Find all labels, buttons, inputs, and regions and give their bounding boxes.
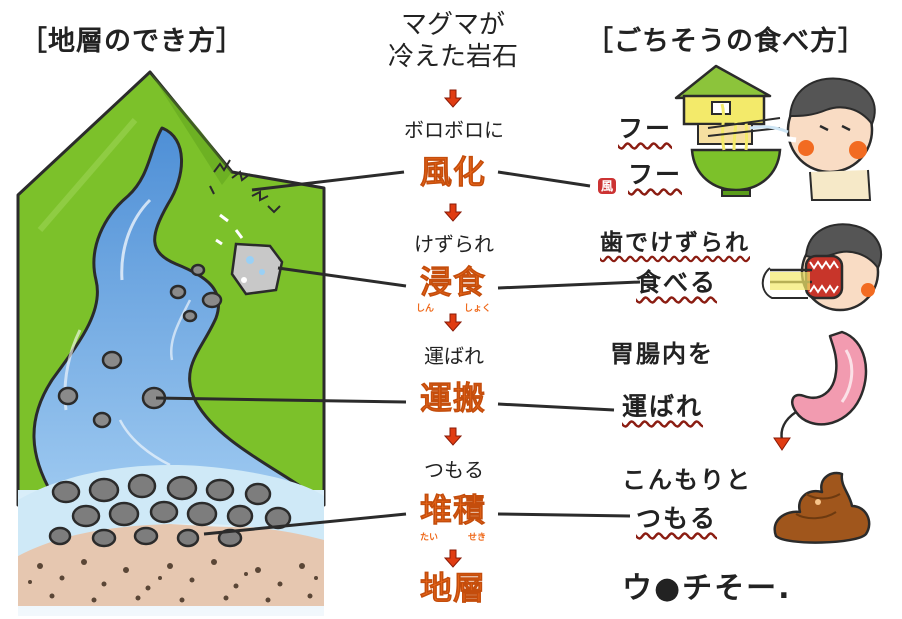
step-erosion-ruby-1: しん [416,304,435,314]
origin-line-2: 冷えた岩石 [387,41,518,72]
wind-badge: 風 [598,178,617,194]
caption-chew-2: 食べる [636,268,718,297]
caption-blow-2: フー [628,160,683,189]
caption-final: ウ●チそー. [622,571,792,606]
arrow-down-icon [443,203,463,222]
step-transport-lead: 運ばれ [424,344,484,368]
line-erosion-left [277,266,407,288]
caption-pile-2: つもる [636,504,718,533]
step-deposition-ruby-2: せき [468,533,487,543]
left-header: ［地層のでき方］ [20,26,244,57]
sediment-boulders [48,473,292,548]
stomach-icon [773,330,868,451]
step-weathering-term: 風化 [419,153,486,191]
line-deposition-right [497,512,631,518]
line-weathering-right [497,170,591,188]
erosion-splash [230,242,284,296]
arrow-down-icon [443,427,463,446]
step-transport-term: 運搬 [419,379,486,417]
line-transport-left [155,396,407,404]
poop-icon [773,471,871,544]
line-deposition-left [203,512,407,536]
step-erosion-term: 浸食 [419,263,486,301]
connector-lines [155,170,641,536]
river-pebbles [57,263,223,429]
origin-label: マグマが 冷えた岩石 [376,10,530,73]
origin-line-1: マグマが [400,10,505,40]
step-erosion-lead: けずられ [414,232,494,256]
step-erosion-ruby-2: しょく [464,304,492,314]
caption-blow-1: フー [618,114,673,143]
caption-carry-1: 胃腸内を [610,340,714,368]
step-deposition-ruby-1: たい [420,533,439,543]
right-header: ［ごちそうの食べ方］ [586,26,866,57]
caption-pile-1: こんもりと [622,466,752,494]
caption-chew-1: 歯でけずられ [600,230,750,256]
caption-carry-2: 運ばれ [622,392,704,421]
flow-arrows [443,89,463,568]
arrow-down-icon [443,89,463,108]
person-chewing-icon [761,223,883,312]
arrow-down-icon [443,549,463,568]
line-erosion-right [497,280,641,290]
river [32,126,302,496]
arrow-down-icon [443,313,463,332]
line-transport-right [497,402,615,412]
weathering-cracks [209,159,281,214]
step-deposition-term: 堆積 [419,491,486,529]
step-weathering-lead: ボロボロに [404,118,504,142]
line-weathering-left [251,170,405,192]
person-blowing-icon [749,77,876,201]
result-term: 地層 [419,569,486,607]
noodle-bowl-icon [690,103,782,197]
step-deposition-lead: つもる [424,458,484,482]
sediment-sand [28,559,318,603]
